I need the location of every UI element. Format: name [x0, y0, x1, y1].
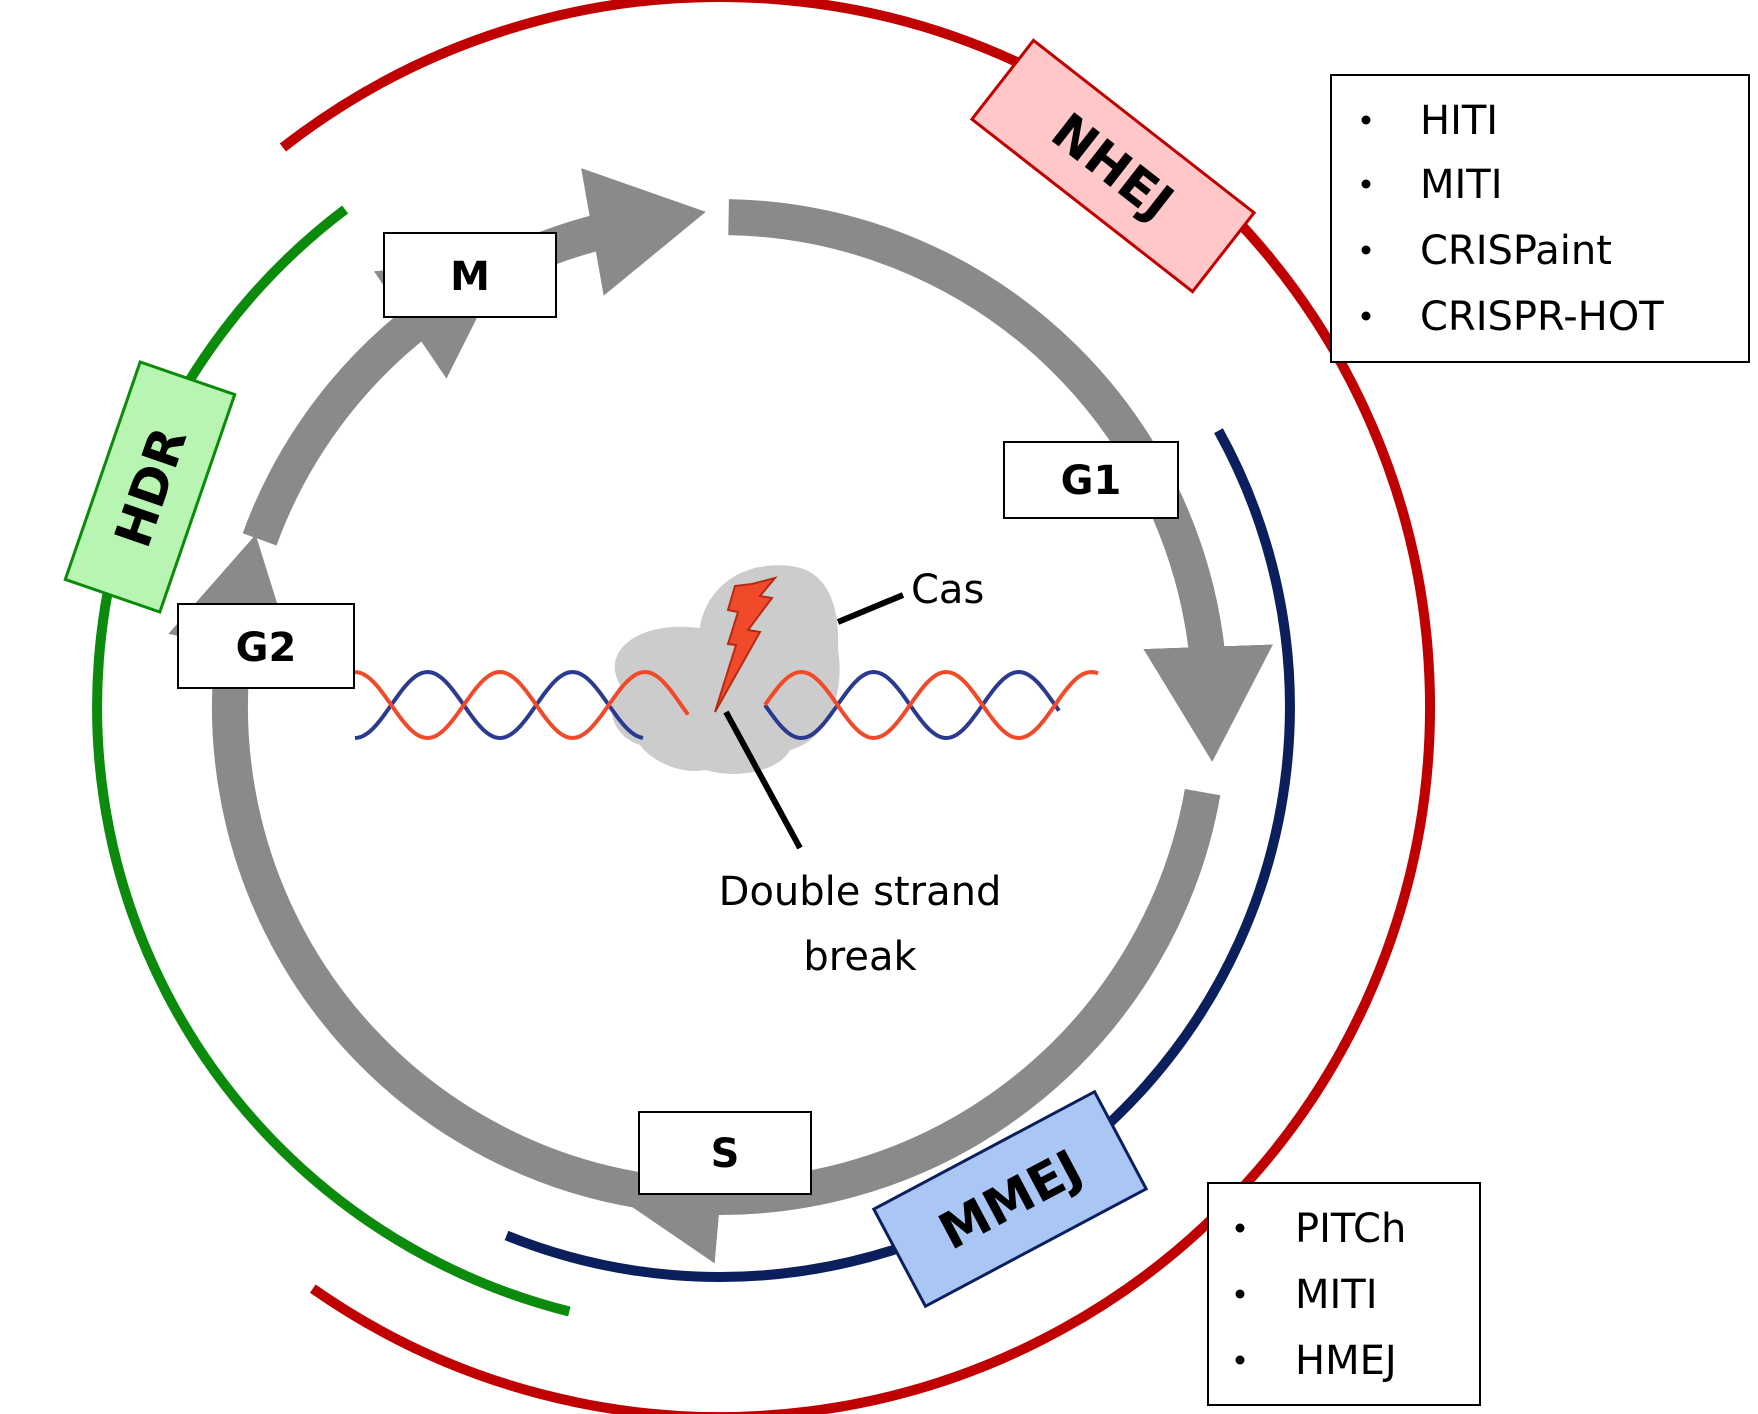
nhej-method-item: MITI: [1420, 162, 1503, 208]
cycle-arrow-segment: [242, 260, 506, 546]
break-label-line2: break: [803, 934, 917, 980]
cas-leader-line: [836, 592, 905, 625]
mmej-method-item: PITCh: [1295, 1206, 1406, 1252]
nhej-label-box: NHEJ: [969, 38, 1257, 294]
dna-double-helix: [354, 669, 1099, 741]
lightning-bolt-icon: [714, 576, 778, 713]
hdr-label-box: HDR: [63, 360, 237, 614]
mmej-methods-list: PITCh MITI HMEJ: [1207, 1182, 1481, 1406]
phase-m-label: M: [450, 254, 490, 300]
phase-g1-label: G1: [1061, 458, 1122, 504]
nhej-method-item: CRISPR-HOT: [1420, 294, 1664, 340]
cycle-arrow-segment: [728, 199, 1273, 762]
mmej-arc: [504, 428, 1295, 1282]
break-leader-line: [723, 710, 803, 850]
phase-s-box: S: [638, 1111, 812, 1195]
phase-g2-box: G2: [177, 603, 355, 689]
phase-m-box: M: [383, 232, 557, 318]
cas-protein: [611, 565, 840, 774]
mmej-method-item: HMEJ: [1295, 1338, 1397, 1384]
phase-g1-box: G1: [1003, 441, 1179, 519]
nhej-method-item: CRISPaint: [1420, 228, 1612, 274]
nhej-arc: [279, 0, 1436, 1414]
nhej-method-item: HITI: [1420, 98, 1498, 144]
cycle-arrow-segment: [168, 534, 655, 1211]
cas-label: Cas: [911, 567, 984, 613]
nhej-methods-list: HITI MITI CRISPaint CRISPR-HOT: [1330, 74, 1750, 363]
phase-g2-label: G2: [236, 625, 297, 671]
break-label-line1: Double strand: [719, 869, 1002, 915]
mmej-method-item: MITI: [1295, 1272, 1378, 1318]
phase-s-label: S: [711, 1131, 740, 1177]
hdr-arc: [92, 205, 571, 1317]
